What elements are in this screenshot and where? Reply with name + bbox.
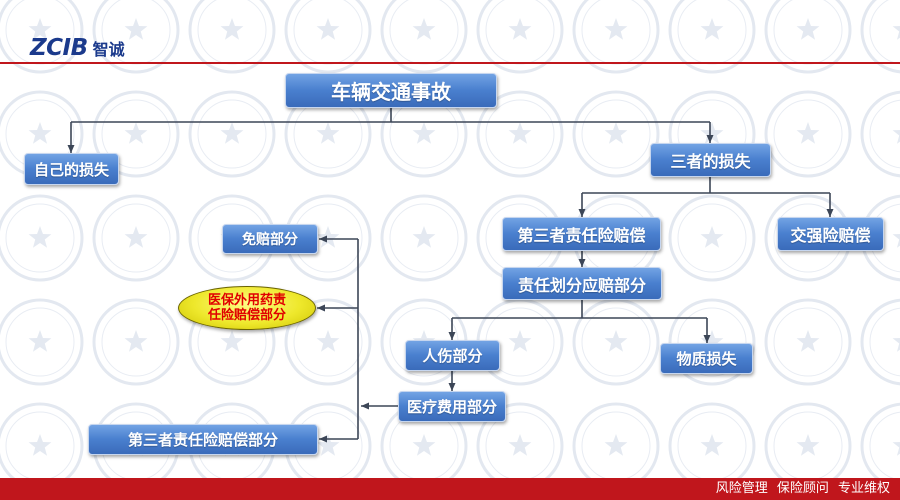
node-third-party-liability: 第三者责任险赔偿 [502, 217, 661, 251]
node-compulsory-insurance: 交强险赔偿 [777, 217, 884, 251]
node-own-loss: 自己的损失 [24, 153, 119, 185]
footer-bar: 风险管理 保险顾问 专业维权 [0, 478, 900, 500]
company-logo: ZCIB 智诚 [30, 34, 125, 60]
node-non-medicare-drug: 医保外用药责 任险赔偿部分 [178, 286, 316, 330]
node-third-party-liability-part: 第三者责任险赔偿部分 [88, 424, 318, 455]
node-liability-apportioned: 责任划分应赔部分 [502, 267, 662, 300]
node-property-loss: 物质损失 [660, 343, 753, 374]
node-root: 车辆交通事故 [285, 73, 497, 108]
footer-slogan: 风险管理 保险顾问 专业维权 [715, 481, 890, 496]
non-medicare-drug-line-1: 医保外用药责 [207, 293, 286, 308]
header-divider [0, 62, 900, 64]
node-personal-injury: 人伤部分 [405, 340, 500, 371]
logo-name: 智诚 [92, 40, 125, 59]
node-medical-expense: 医疗费用部分 [398, 391, 506, 422]
node-deductible: 免赔部分 [222, 224, 318, 254]
non-medicare-drug-line-2: 任险赔偿部分 [207, 308, 286, 323]
node-third-party-loss: 三者的损失 [650, 143, 771, 177]
logo-mark: ZCIB [30, 35, 88, 61]
